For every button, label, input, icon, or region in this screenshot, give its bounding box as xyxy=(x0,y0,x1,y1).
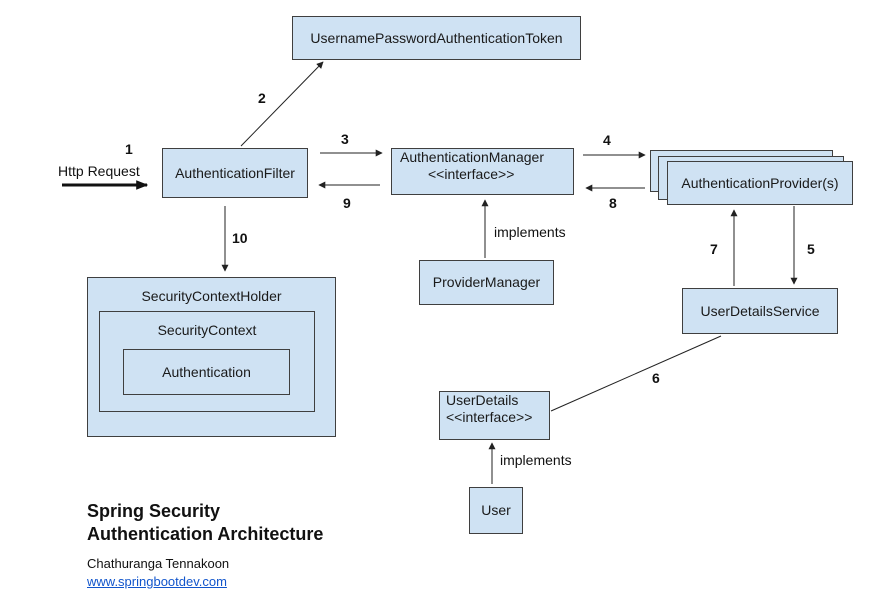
implements-label-user: implements xyxy=(500,452,572,468)
diagram-title-line-2: Authentication Architecture xyxy=(87,524,324,544)
diagram-title-line-1: Spring Security xyxy=(87,501,221,521)
step-6-label: 6 xyxy=(652,370,660,386)
authentication-provider-box: AuthenticationProvider(s) xyxy=(667,161,853,205)
line-6 xyxy=(550,335,722,412)
authentication-manager-box: AuthenticationManager <<interface>> xyxy=(391,148,574,195)
security-context-holder-label: SecurityContextHolder xyxy=(141,288,282,304)
step-1-label: 1 xyxy=(125,141,133,157)
http-request-label: Http Request xyxy=(58,163,140,179)
filter-label: AuthenticationFilter xyxy=(175,164,295,181)
user-box: User xyxy=(469,487,523,534)
provider-manager-box: ProviderManager xyxy=(419,260,554,305)
user-details-label: UserDetails xyxy=(446,392,519,408)
step-10-label: 10 xyxy=(232,230,248,246)
provider-manager-label: ProviderManager xyxy=(432,274,541,290)
username-password-authentication-token-box: UsernamePasswordAuthenticationToken xyxy=(292,16,581,60)
user-details-service-label: UserDetailsService xyxy=(700,302,820,319)
implements-label-manager: implements xyxy=(494,224,566,240)
security-context-label: SecurityContext xyxy=(157,322,257,338)
arrow-2 xyxy=(240,61,324,147)
user-details-stereotype: <<interface>> xyxy=(446,409,533,425)
authentication-label: Authentication xyxy=(162,363,251,380)
step-4-label: 4 xyxy=(603,132,611,148)
step-7-label: 7 xyxy=(710,241,718,257)
website-link[interactable]: www.springbootdev.com xyxy=(87,574,227,589)
manager-label: AuthenticationManager xyxy=(400,149,544,165)
authentication-box: Authentication xyxy=(123,349,290,395)
user-details-service-box: UserDetailsService xyxy=(682,288,838,334)
step-3-label: 3 xyxy=(341,131,349,147)
step-9-label: 9 xyxy=(343,195,351,211)
provider-label: AuthenticationProvider(s) xyxy=(681,174,839,191)
step-8-label: 8 xyxy=(609,195,617,211)
token-label: UsernamePasswordAuthenticationToken xyxy=(310,29,563,46)
author-name: Chathuranga Tennakoon xyxy=(87,556,230,571)
user-label: User xyxy=(481,502,511,518)
user-details-box: UserDetails <<interface>> xyxy=(439,391,550,440)
manager-stereotype: <<interface>> xyxy=(428,166,515,182)
authentication-filter-box: AuthenticationFilter xyxy=(162,148,308,198)
step-5-label: 5 xyxy=(807,241,815,257)
step-2-label: 2 xyxy=(258,90,266,106)
